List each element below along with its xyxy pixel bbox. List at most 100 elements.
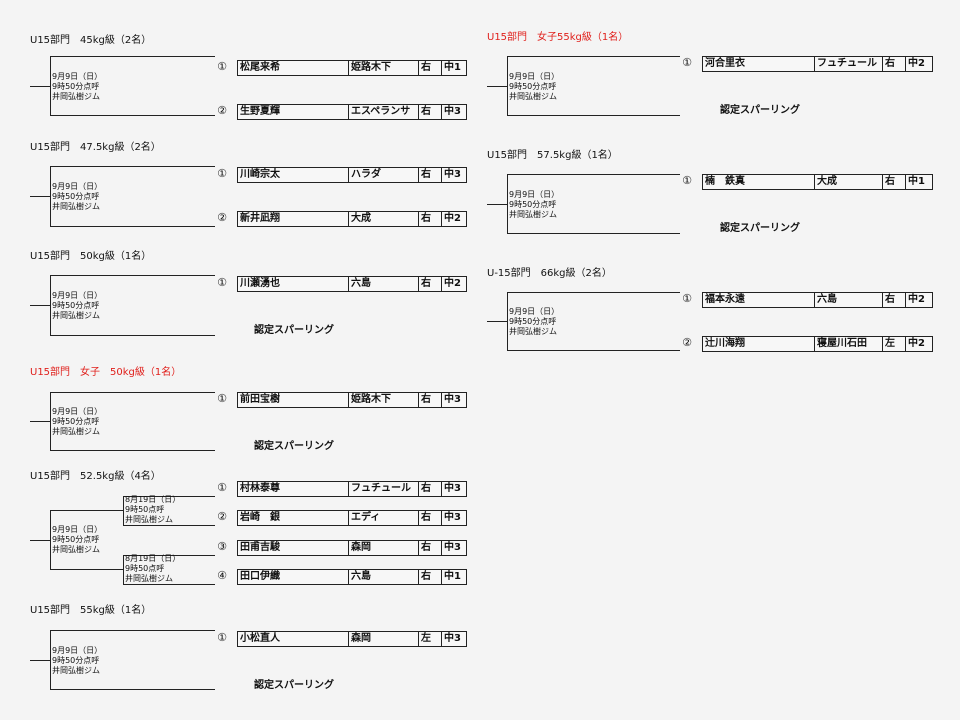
entry-club: 六島 bbox=[348, 277, 418, 291]
bracket-line bbox=[50, 689, 215, 690]
bracket-line bbox=[50, 510, 123, 511]
bracket-line bbox=[50, 392, 215, 393]
entry-grade: 中3 bbox=[441, 482, 466, 496]
match-info-line: 9時50分点呼 bbox=[52, 192, 100, 201]
sub-match-info: 8月19日（日）9時50点呼井岡弘樹ジム bbox=[125, 554, 180, 584]
bracket-stub bbox=[487, 204, 507, 205]
sub-bracket-line bbox=[123, 496, 215, 497]
match-info: 9月9日（日）9時50分点呼井岡弘樹ジム bbox=[509, 307, 559, 337]
entry-row: 川崎宗太ハラダ右中3 bbox=[237, 167, 467, 183]
entry-number: ② bbox=[217, 510, 227, 523]
sub-bracket-line bbox=[123, 525, 215, 526]
entry-grade: 中2 bbox=[441, 277, 466, 291]
match-info: 9月9日（日）9時50分点呼井岡弘樹ジム bbox=[52, 72, 102, 102]
entry-grade: 中3 bbox=[441, 541, 466, 555]
match-info-line: 9時50分点呼 bbox=[509, 82, 557, 91]
entry-row: 福本永遠六島右中2 bbox=[702, 292, 933, 308]
entry-row: 小松直人森岡左中3 bbox=[237, 631, 467, 647]
division-title: U15部門 45kg級（2名） bbox=[30, 35, 152, 46]
bracket-line bbox=[507, 115, 680, 116]
match-info-line: 井岡弘樹ジム bbox=[52, 666, 100, 675]
bracket-line bbox=[507, 174, 680, 175]
entry-number: ① bbox=[217, 481, 227, 494]
match-info-line: 9月9日（日） bbox=[509, 72, 560, 81]
bracket-line bbox=[507, 350, 680, 351]
entry-hand: 右 bbox=[882, 175, 905, 189]
sparring-note: 認定スパーリング bbox=[254, 325, 334, 336]
entry-club: 六島 bbox=[814, 293, 882, 307]
entry-number: ③ bbox=[217, 540, 227, 553]
division-title: U15部門 50kg級（1名） bbox=[30, 251, 152, 262]
entry-grade: 中2 bbox=[441, 212, 466, 226]
entry-name: 辻川海翔 bbox=[705, 338, 745, 349]
bracket-stub bbox=[30, 196, 50, 197]
entry-grade: 中3 bbox=[441, 105, 466, 119]
bracket-line bbox=[50, 226, 215, 227]
match-info-line: 井岡弘樹ジム bbox=[52, 92, 100, 101]
entry-number: ① bbox=[217, 167, 227, 180]
bracket-line bbox=[50, 569, 123, 570]
entry-grade: 中3 bbox=[441, 632, 466, 646]
bracket-line bbox=[507, 56, 680, 57]
entry-name: 生野夏輝 bbox=[240, 106, 280, 117]
bracket-line bbox=[50, 510, 51, 569]
entry-name: 田甫吉駿 bbox=[240, 542, 280, 553]
entry-name: 田口伊織 bbox=[240, 571, 280, 582]
division-title: U-15部門 66kg級（2名） bbox=[487, 268, 612, 279]
entry-grade: 中2 bbox=[905, 293, 932, 307]
bracket-line bbox=[507, 174, 508, 233]
match-info-line: 井岡弘樹ジム bbox=[509, 92, 557, 101]
sparring-note: 認定スパーリング bbox=[254, 680, 334, 691]
entry-club: 大成 bbox=[348, 212, 418, 226]
bracket-stub bbox=[30, 305, 50, 306]
entry-number: ② bbox=[217, 211, 227, 224]
bracket-stub bbox=[30, 660, 50, 661]
entry-row: 松尾来希姫路木下右中1 bbox=[237, 60, 467, 76]
entry-name: 村林泰尊 bbox=[240, 483, 280, 494]
division-title: U15部門 57.5kg級（1名） bbox=[487, 150, 618, 161]
match-info-line: 井岡弘樹ジム bbox=[52, 311, 100, 320]
sub-bracket-line bbox=[123, 584, 215, 585]
entry-row: 村林泰尊フュチュール右中3 bbox=[237, 481, 467, 497]
match-info-line: 井岡弘樹ジム bbox=[509, 210, 557, 219]
match-info: 9月9日（日）9時50分点呼井岡弘樹ジム bbox=[52, 646, 102, 676]
entry-grade: 中2 bbox=[905, 337, 932, 351]
entry-grade: 中3 bbox=[441, 393, 466, 407]
match-info-line: 9時50分点呼 bbox=[52, 417, 100, 426]
match-info: 9月9日（日）9時50分点呼井岡弘樹ジム bbox=[52, 291, 102, 321]
entry-row: 新井凪翔 大成右中2 bbox=[237, 211, 467, 227]
sub-bracket-line bbox=[123, 555, 215, 556]
sparring-note: 認定スパーリング bbox=[720, 105, 800, 116]
match-info: 9月9日（日）9時50分点呼井岡弘樹ジム bbox=[509, 190, 559, 220]
match-info-line: 9月9日（日） bbox=[52, 525, 103, 534]
bracket-stub bbox=[487, 86, 507, 87]
match-info-line: 井岡弘樹ジム bbox=[52, 545, 100, 554]
match-info-line: 9時50分点呼 bbox=[52, 82, 100, 91]
entry-hand: 右 bbox=[418, 105, 441, 119]
entry-number: ① bbox=[682, 56, 692, 69]
sub-bracket-line bbox=[123, 496, 124, 525]
entry-name: 川瀬湧也 bbox=[240, 278, 280, 289]
entry-name: 小松直人 bbox=[240, 633, 280, 644]
entry-number: ① bbox=[217, 276, 227, 289]
entry-name: 新井凪翔 bbox=[240, 213, 280, 224]
entry-hand: 右 bbox=[418, 212, 441, 226]
entry-number: ④ bbox=[217, 569, 227, 582]
match-info: 9月9日（日）9時50分点呼井岡弘樹ジム bbox=[509, 72, 559, 102]
match-info: 9月9日（日）9時50分点呼井岡弘樹ジム bbox=[52, 525, 102, 555]
division-title: U15部門 55kg級（1名） bbox=[30, 605, 152, 616]
match-info-line: 井岡弘樹ジム bbox=[125, 515, 173, 524]
entry-grade: 中1 bbox=[441, 61, 466, 75]
match-info-line: 9時50分点呼 bbox=[52, 301, 100, 310]
bracket-line bbox=[50, 275, 215, 276]
bracket-line bbox=[50, 335, 215, 336]
entry-hand: 右 bbox=[418, 482, 441, 496]
entry-grade: 中3 bbox=[441, 511, 466, 525]
entry-row: 田口伊織六島右中1 bbox=[237, 569, 467, 585]
entry-number: ① bbox=[682, 174, 692, 187]
entry-name: 松尾来希 bbox=[240, 62, 280, 73]
bracket-line bbox=[507, 233, 680, 234]
match-info-line: 9時50点呼 bbox=[125, 505, 165, 514]
entry-hand: 右 bbox=[418, 168, 441, 182]
division-title: U15部門 52.5kg級（4名） bbox=[30, 471, 161, 482]
